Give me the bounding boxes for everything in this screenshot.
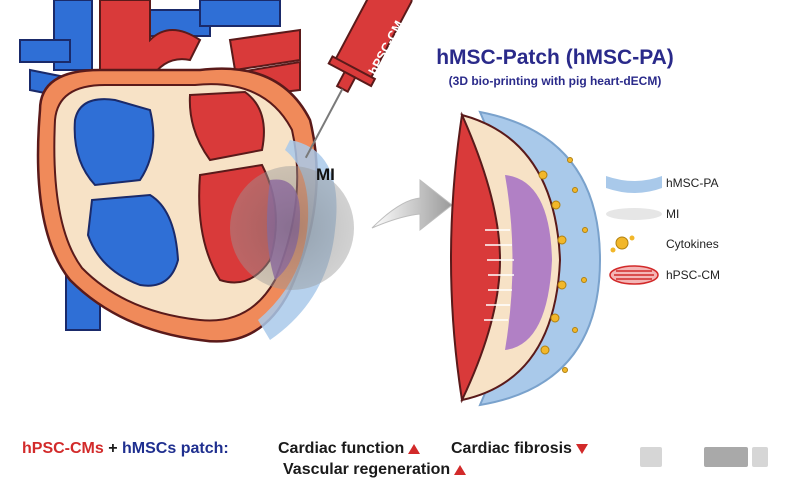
cardiomyocyte-legend-icon — [609, 265, 659, 285]
footer-plus: + — [103, 440, 123, 457]
watermark-block — [704, 447, 748, 467]
vena-cava-vessels — [19, 0, 281, 331]
watermark-block — [752, 447, 768, 467]
diagram-title: hMSC-Patch (hMSC-PA) — [436, 46, 674, 69]
increase-arrow-icon — [454, 464, 467, 475]
watermark-block — [640, 447, 662, 467]
footer-part2: hMSCs patch: — [122, 440, 229, 457]
legend-label-hmsc-pa: hMSC-PA — [666, 176, 719, 190]
increase-arrow-icon — [408, 443, 421, 454]
legend-label-cytokines: Cytokines — [666, 237, 719, 251]
right-ventricle — [86, 193, 180, 287]
legend-label-hpsc-cm: hPSC-CM — [666, 268, 721, 282]
mi-magnifier — [230, 166, 354, 290]
footer-part1: hPSC-CMs — [22, 440, 104, 457]
right-atrium — [73, 98, 155, 187]
legend-label-mi: MI — [666, 207, 680, 221]
patch-legend-icon — [606, 176, 662, 193]
process-arrow-icon — [371, 178, 453, 232]
mi-legend-icon — [606, 208, 662, 220]
diagram-subtitle: (3D bio-printing with pig heart-dECM) — [448, 74, 662, 88]
section-cytokines — [538, 157, 588, 373]
footer-effect-cardiac-fibrosis: Cardiac fibrosis — [451, 440, 588, 458]
mi-label: MI — [316, 165, 335, 184]
footer-effect-vascular-regeneration: Vascular regeneration — [283, 461, 467, 479]
heart-illustration — [19, 0, 354, 343]
cytokine-legend-icon — [610, 235, 635, 253]
left-atrium — [188, 90, 265, 162]
decrease-arrow-icon — [575, 443, 588, 454]
footer-effect-cardiac-function: Cardiac function — [278, 440, 421, 458]
syringe-icon — [304, 0, 413, 159]
effect-cardiac-function: Cardiac function — [278, 440, 405, 457]
footer-summary: hPSC-CMs + hMSCs patch: — [22, 440, 229, 458]
effect-cardiac-fibrosis: Cardiac fibrosis — [451, 440, 572, 457]
section-red-layer — [450, 111, 502, 404]
patch-cross-section — [450, 110, 602, 407]
effect-vascular-regeneration: Vascular regeneration — [283, 461, 451, 478]
section-cell-stripes — [484, 229, 514, 321]
section-infarct-layer — [505, 175, 552, 350]
